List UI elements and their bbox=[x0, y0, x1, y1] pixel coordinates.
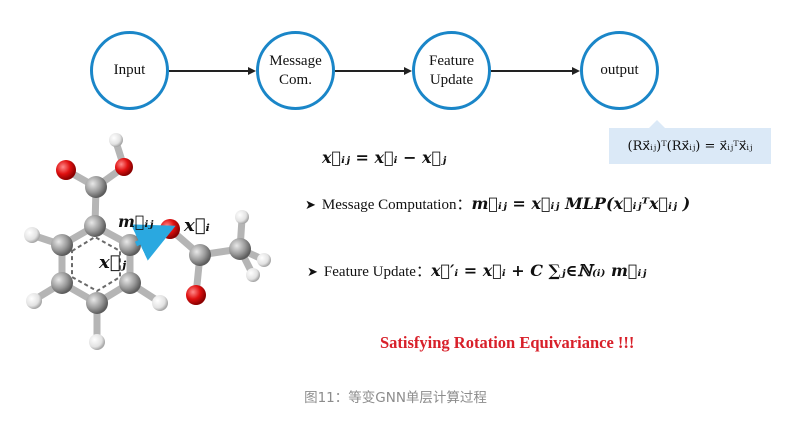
flow-arrowhead-1 bbox=[248, 67, 256, 75]
flow-node-feature-update: Feature Update bbox=[412, 31, 491, 110]
flow-node-feature-update-label: Feature Update bbox=[429, 52, 474, 88]
bullet-arrow-icon: ➤ bbox=[307, 265, 318, 280]
figure-caption: 图11：等变GNN单层计算过程 bbox=[304, 390, 487, 406]
flow-node-message-com-label: Message Com. bbox=[269, 52, 322, 88]
flow-node-input: Input bbox=[90, 31, 169, 110]
relative-position-equation: x⃗ᵢⱼ = x⃗ᵢ − x⃗ⱼ bbox=[322, 148, 447, 167]
molecule-label-message: m⃗ᵢⱼ bbox=[118, 212, 154, 231]
molecule-label-xj: x⃗ⱼ bbox=[99, 252, 127, 273]
feature-update-formula: x⃗′ᵢ = x⃗ᵢ + C ∑ⱼ∈ℕ₍ᵢ₎ m⃗ᵢⱼ bbox=[430, 261, 647, 280]
flow-node-output-label: output bbox=[600, 62, 639, 78]
message-computation-label: Message Computation： bbox=[321, 197, 472, 213]
flow-node-output: output bbox=[580, 31, 659, 110]
flow-arrow-3 bbox=[491, 70, 573, 72]
carbon-atoms bbox=[51, 176, 251, 314]
flow-node-input-label: Input bbox=[113, 62, 146, 78]
flow-arrowhead-3 bbox=[572, 67, 580, 75]
feature-update-row: ➤ Feature Update：x⃗′ᵢ = x⃗ᵢ + C ∑ⱼ∈ℕ₍ᵢ₎ m… bbox=[307, 260, 646, 281]
molecule-illustration bbox=[24, 133, 271, 350]
flow-node-message-com: Message Com. bbox=[256, 31, 335, 110]
feature-update-label: Feature Update： bbox=[323, 264, 431, 280]
molecule-label-xi: x⃗ᵢ bbox=[184, 215, 210, 236]
flow-arrow-2 bbox=[335, 70, 405, 72]
message-computation-formula: m⃗ᵢⱼ = x⃗ᵢⱼ MLP(x⃗ᵢⱼᵀx⃗ᵢⱼ ) bbox=[471, 194, 691, 213]
hydrogen-atoms bbox=[24, 133, 271, 350]
invariance-callout: (Rx⃗ᵢⱼ)ᵀ(Rx⃗ᵢⱼ) = x⃗ᵢⱼᵀx⃗ᵢⱼ bbox=[609, 120, 771, 164]
conclusion-text: Satisfying Rotation Equivariance !!! bbox=[380, 333, 635, 352]
bullet-arrow-icon: ➤ bbox=[305, 198, 316, 213]
flow-arrowhead-2 bbox=[404, 67, 412, 75]
message-computation-row: ➤ Message Computation：m⃗ᵢⱼ = x⃗ᵢⱼ MLP(x⃗ᵢ… bbox=[305, 193, 690, 214]
flow-arrow-1 bbox=[169, 70, 249, 72]
message-vector-arrow bbox=[130, 224, 176, 261]
